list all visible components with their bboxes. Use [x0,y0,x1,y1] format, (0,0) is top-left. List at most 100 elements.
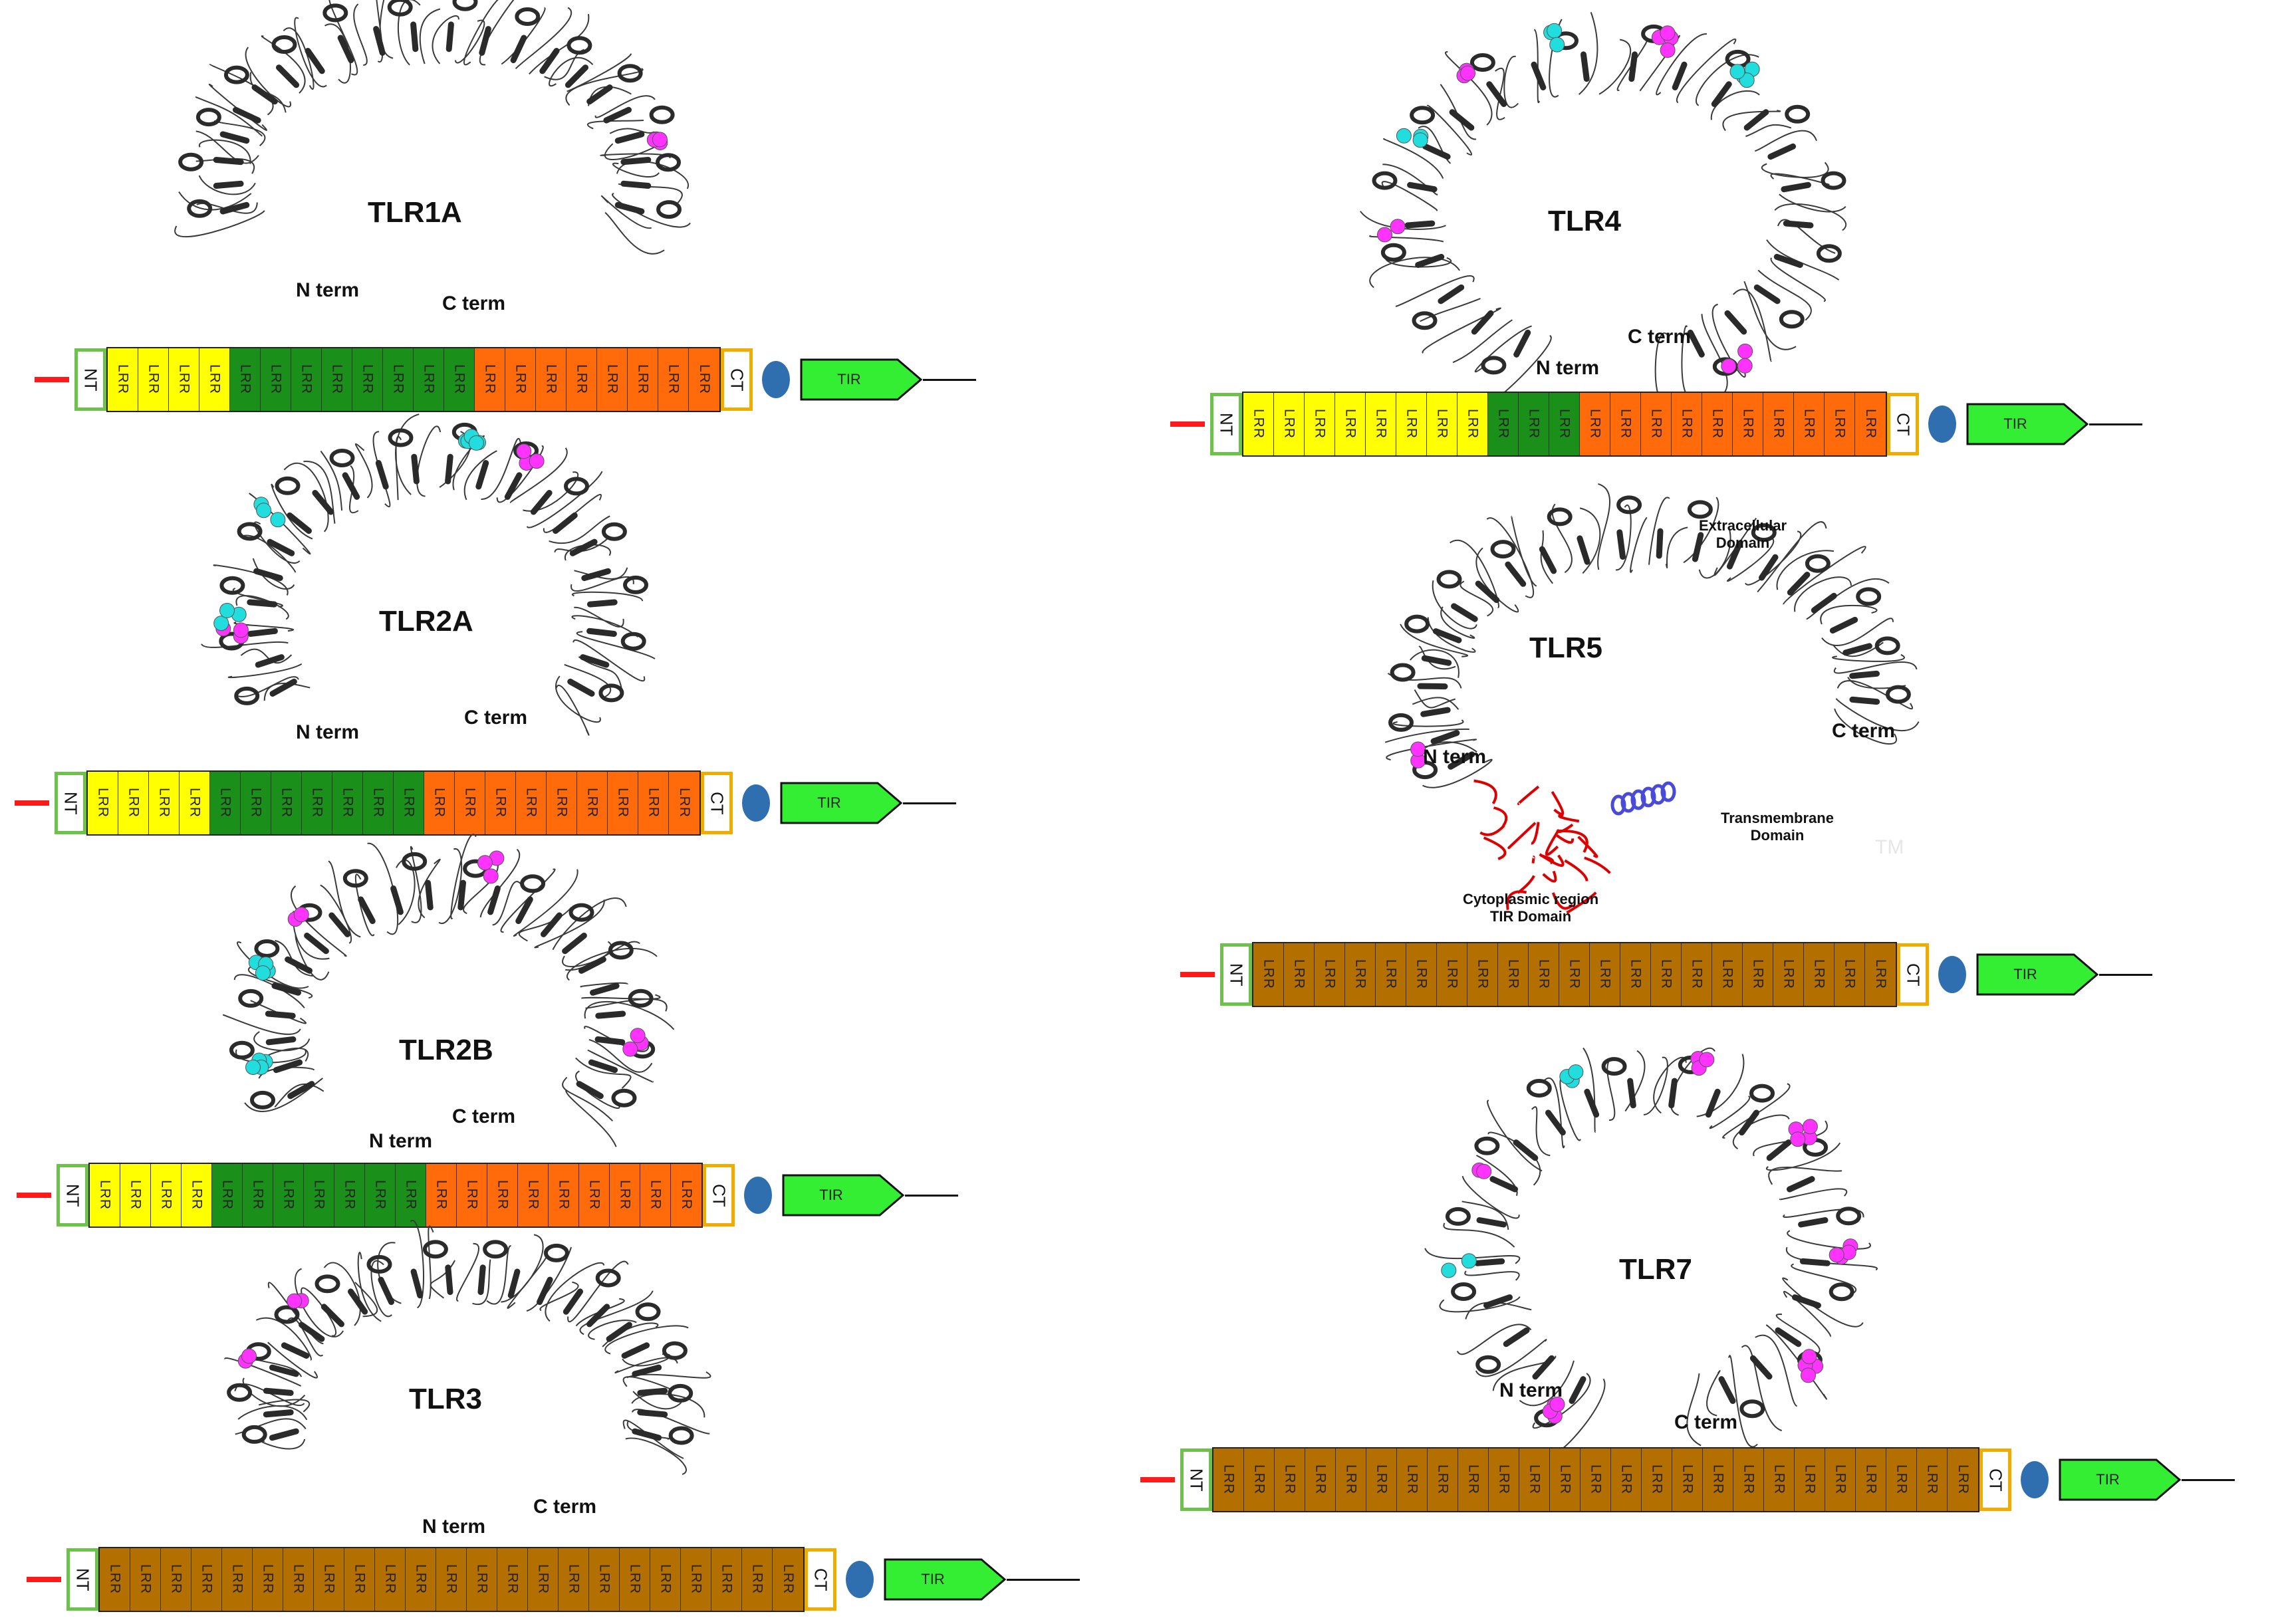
loop-strand [1755,1334,1798,1407]
lrr-label: LRR [749,1564,765,1595]
alpha-helix [1779,310,1805,329]
beta-strand [219,131,250,144]
lrr-segment: LRR [363,772,394,834]
tm-label: TM [1875,836,1904,858]
lrr-label: LRR [370,788,386,818]
lrr-segment: LRR [191,1548,222,1611]
loop-strand [1794,576,1852,612]
lrr-segment: LRR [669,772,699,834]
lrr-label: LRR [248,788,264,818]
loop-strand [1422,758,1493,788]
beta-strand [1532,1355,1555,1380]
tir-domain-ribbon [1531,822,1540,845]
alpha-helix [1829,1282,1854,1302]
lrr-label: LRR [1649,1464,1665,1495]
lrr-label: LRR [1680,1464,1696,1495]
alpha-helix [668,1426,694,1445]
lrr-label: LRR [1444,959,1460,990]
lrr-segment: LRR [1529,943,1559,1006]
lrr-segment: LRR [1467,943,1498,1006]
loop-strand [1806,578,1890,620]
beta-strand [1545,1109,1566,1136]
lrr-segment: LRR [444,348,475,411]
beta-strand [1627,1078,1636,1109]
transmembrane-ellipse [846,1561,874,1598]
alpha-helix [668,1383,694,1403]
lrr-segment: LRR [1855,393,1886,455]
alpha-helix [237,522,263,541]
protein-structure-tlr2a [201,413,656,736]
lrr-segment: LRR [518,1164,549,1226]
tir-domain: TIR [883,1558,1007,1601]
lrr-segment: LRR [608,772,638,834]
alpha-helix [1856,587,1882,606]
loop-strand [1665,526,1688,569]
lrr-label: LRR [340,788,356,818]
lrr-label: LRR [493,788,509,818]
loop-strand [1710,90,1760,120]
loop-strand [575,1298,625,1327]
loop-strand [222,1014,301,1035]
lrr-label: LRR [1374,1464,1390,1495]
loop-strand [1770,173,1830,185]
lrr-label: LRR [199,1564,215,1595]
cyan-residue-sphere [213,616,229,632]
cyan-residue-sphere [1441,1262,1457,1278]
loop-strand [631,1409,710,1435]
alpha-helix [1490,540,1516,559]
lrr-segment: LRR [90,1164,120,1226]
beta-strand [1486,81,1507,107]
loop-strand [1400,624,1469,657]
loop-strand [233,622,295,632]
lrr-label: LRR [1404,1464,1420,1495]
lrr-segment: LRR [528,1548,559,1611]
loop-strand [274,1083,324,1108]
lrr-segment: LRR [1620,943,1651,1006]
cytoplasmic-region-label: Cytoplasmic region TIR Domain [1463,891,1599,925]
lrr-segment: LRR [1794,393,1825,455]
loop-strand [450,834,477,919]
lrr-segment: LRR [436,1548,467,1611]
c-terminal-cap: CT [1897,943,1929,1006]
cyan-residue-sphere [1461,1253,1477,1269]
beta-strand [595,1010,626,1019]
lrr-label: LRR [176,364,192,395]
alpha-helix [1885,685,1911,704]
beta-strand [614,131,645,144]
loop-strand [1443,1222,1515,1248]
lrr-segment: LRR [1610,393,1641,455]
tir-domain: TIR [2058,1458,2182,1502]
beta-strand [565,64,588,88]
magenta-residue-sphere [1801,1349,1817,1365]
loop-strand [611,193,691,228]
lrr-label: LRR [1750,959,1766,990]
magenta-residue-sphere [1476,1163,1492,1179]
loop-strand [438,848,463,925]
beta-strand [251,84,278,105]
lrr-segment: LRR [1458,1449,1489,1511]
n-terminal-cap: NT [55,772,86,834]
lrr-segment: LRR [1672,1449,1703,1511]
loop-strand [240,648,293,664]
lrr-segment: LRR [1703,1449,1733,1511]
lrr-label: LRR [138,1564,154,1595]
alpha-helix [520,874,546,893]
loop-strand [501,7,546,65]
alpha-helix [342,869,368,888]
beta-strand [1489,1176,1518,1193]
loop-strand [632,1391,682,1410]
loop-strand [1834,708,1897,745]
loop-strand [1776,550,1835,590]
alpha-helix [1390,663,1416,682]
loop-strand [1386,739,1477,760]
lrr-label: LRR [360,364,376,395]
loop-strand [1395,275,1475,307]
lrr-segment: LRR [1651,943,1682,1006]
beta-strand [375,460,389,490]
lrr-segment: LRR [1213,1449,1244,1511]
lrr-segment: LRR [1336,1449,1366,1511]
alpha-helix [388,428,414,447]
lrr-label: LRR [1618,1464,1634,1495]
